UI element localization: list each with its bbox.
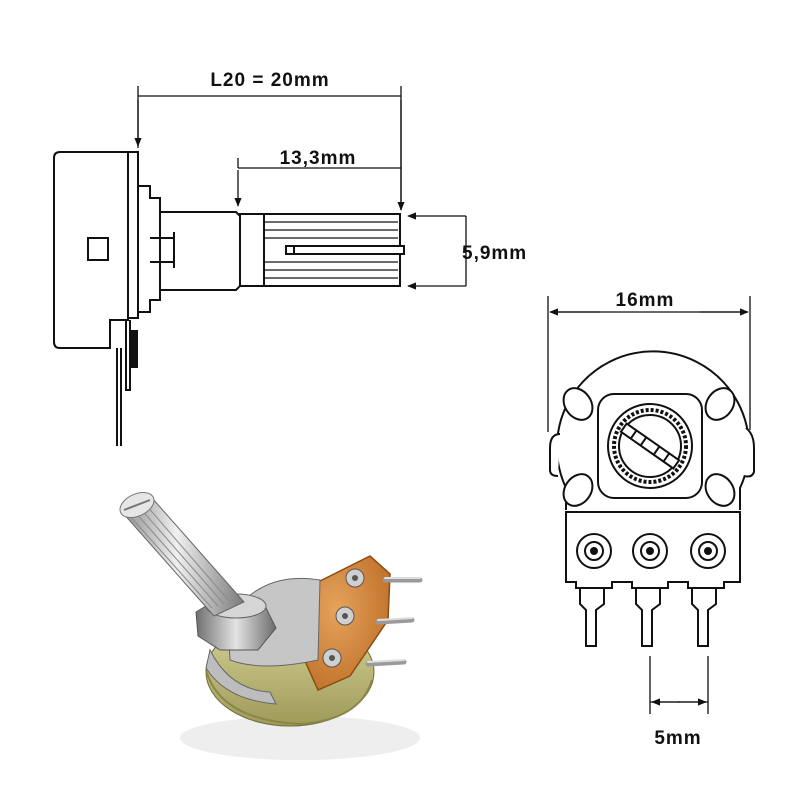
side-window — [87, 237, 109, 261]
dim-pin-pitch-label: 5mm — [654, 728, 701, 749]
dim-body-width — [547, 296, 751, 432]
terminal-pins — [579, 588, 717, 647]
dim-shaft-diameter — [407, 212, 467, 290]
dim-shaft-length-label: 13,3mm — [280, 148, 357, 169]
dim-body-width-label: 16mm — [616, 290, 675, 311]
side-view — [53, 151, 405, 446]
photo-shaft — [119, 491, 245, 617]
front-view — [549, 350, 755, 647]
potentiometer-photo — [119, 491, 423, 760]
terminal-rivets — [576, 533, 726, 569]
dim-pin-pitch — [649, 656, 709, 714]
dim-shaft-diameter-label: 5,9mm — [462, 243, 527, 264]
dim-overall-length — [134, 86, 405, 211]
dim-overall-length-label: L20 = 20mm — [210, 70, 329, 91]
dim-shaft-length — [234, 158, 401, 207]
